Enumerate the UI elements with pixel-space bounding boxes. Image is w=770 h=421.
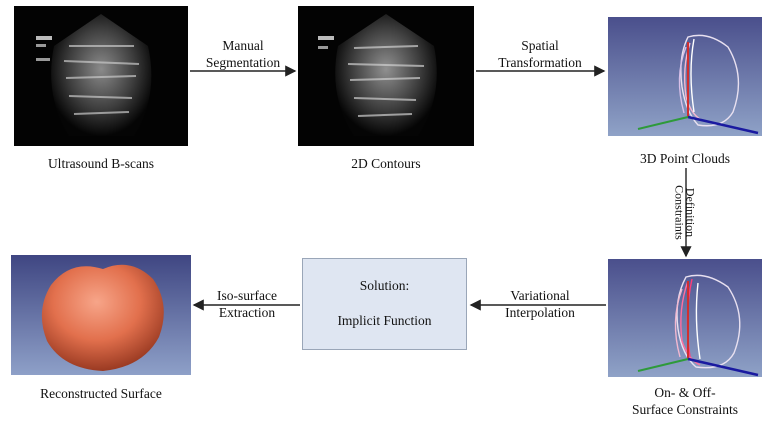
ultrasound-caption: Ultrasound B-scans bbox=[47, 156, 155, 171]
solution-subtitle: Implicit Function bbox=[337, 313, 432, 328]
edge-label-isosurface-extraction: Iso-surface Extraction bbox=[194, 287, 300, 321]
solution-box: Solution: Implicit Function bbox=[302, 258, 467, 350]
constraints-caption-line1: On- & Off- bbox=[654, 385, 716, 400]
surface-image bbox=[11, 255, 191, 375]
constraints-caption-line2: Surface Constraints bbox=[631, 402, 739, 417]
ultrasound-image bbox=[14, 6, 188, 146]
edge-label-manual-segmentation: Manual Segmentation bbox=[190, 37, 296, 71]
edge-label-line: Manual bbox=[222, 38, 264, 53]
constraints-image bbox=[608, 259, 762, 377]
edge-label-definition: Definition bbox=[683, 187, 698, 238]
edge-label-line: Transformation bbox=[498, 55, 582, 70]
pointclouds-image bbox=[608, 17, 762, 136]
pointclouds-caption: 3D Point Clouds bbox=[639, 151, 731, 166]
edge-label-line: Extraction bbox=[218, 305, 276, 320]
edge-label-spatial-transformation: Spatial Transformation bbox=[476, 37, 604, 71]
contours-image bbox=[298, 6, 474, 146]
surface-caption: Reconstructed Surface bbox=[40, 386, 162, 401]
edge-label-variational-interpolation: Variational Interpolation bbox=[475, 287, 605, 321]
contours-caption: 2D Contours bbox=[351, 156, 421, 171]
edge-label-line: Iso-surface bbox=[217, 288, 277, 303]
edge-label-line: Segmentation bbox=[205, 55, 281, 70]
solution-title: Solution: bbox=[359, 278, 410, 293]
edge-label-line: Spatial bbox=[521, 38, 559, 53]
edge-label-line: Variational bbox=[510, 288, 570, 303]
edge-label-line: Interpolation bbox=[505, 305, 575, 320]
